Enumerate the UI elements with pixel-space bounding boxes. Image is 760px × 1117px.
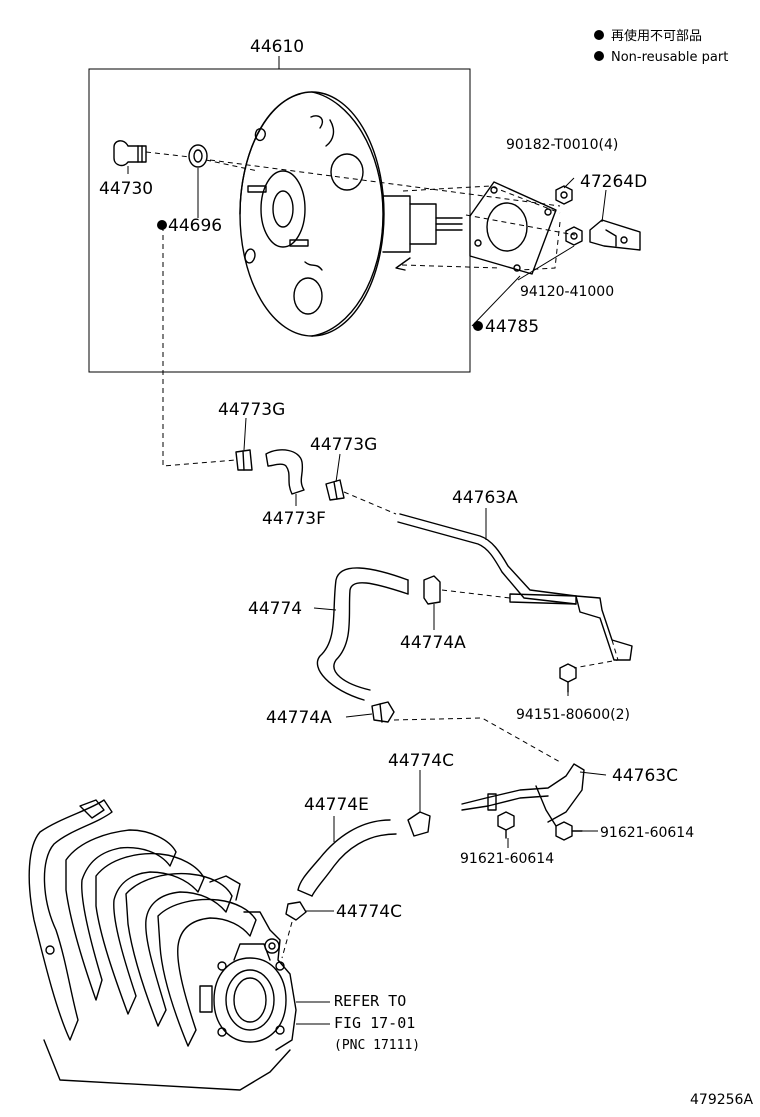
hose-44773F [265, 449, 305, 495]
clip-44774A-upper [423, 575, 441, 605]
part-label-44774: 44774 [248, 599, 302, 619]
part-label-44763C: 44763C [612, 766, 678, 786]
non-reusable-bullet-icon [594, 30, 604, 40]
refer-line-1: REFER TO [334, 992, 406, 1010]
clip-44773G-left [235, 449, 253, 471]
illustration-code: 479256A [690, 1092, 753, 1108]
refer-line-3: (PNC 17111) [334, 1038, 420, 1053]
part-label-44610: 44610 [250, 37, 304, 57]
part-label-91621-60614-right: 91621-60614 [600, 825, 694, 841]
part-label-44763A: 44763A [452, 488, 518, 508]
clip-44774C-lower [285, 901, 307, 921]
hose-44774 [316, 567, 409, 701]
part-label-44730: 44730 [99, 179, 153, 199]
part-label-94151-80600: 94151-80600(2) [516, 707, 630, 723]
brake-booster-assembly [88, 56, 471, 373]
pipe-44763C [461, 763, 585, 827]
bolt-91621-right [555, 821, 583, 841]
part-label-44773F: 44773F [262, 509, 326, 529]
clevis-47264D [589, 219, 641, 251]
clip-44774A-lower [371, 701, 395, 723]
gasket-44785 [469, 181, 557, 275]
refer-line-2: FIG 17-01 [334, 1014, 415, 1032]
part-label-44773G-left: 44773G [218, 400, 285, 420]
part-label-44785: 44785 [485, 317, 539, 337]
part-label-44774A-lower: 44774A [266, 708, 332, 728]
legend: 再使用不可部品 Non-reusable part [594, 28, 728, 65]
non-reusable-bullet-icon [594, 51, 604, 61]
nut-94120 [565, 226, 583, 246]
part-label-44774C-upper: 44774C [388, 751, 454, 771]
bolt-91621-left [497, 811, 515, 839]
throttle-body [199, 943, 287, 1043]
non-reusable-bullet-icon [157, 220, 167, 230]
intake-manifold [28, 799, 297, 1091]
part-label-44774E: 44774E [304, 795, 369, 815]
legend-line-japanese: 再使用不可部品 [611, 28, 702, 44]
pipe-44763A [397, 513, 633, 661]
part-label-44773G-right: 44773G [310, 435, 377, 455]
clip-44773G-right [325, 479, 345, 501]
check-valve-44730 [113, 140, 147, 167]
part-label-47264D: 47264D [580, 172, 647, 192]
part-label-90182-T0010: 90182-T0010(4) [506, 137, 618, 153]
grommet-44696 [188, 144, 208, 168]
non-reusable-bullet-icon [473, 321, 483, 331]
part-label-44696: 44696 [168, 216, 222, 236]
hose-44774E [297, 819, 397, 897]
part-label-94120-41000: 94120-41000 [520, 284, 614, 300]
legend-line-english: Non-reusable part [611, 50, 728, 65]
part-label-44774A-upper: 44774A [400, 633, 466, 653]
nut-90182 [555, 185, 573, 205]
part-label-91621-60614-left: 91621-60614 [460, 851, 554, 867]
leader-lines [127, 166, 607, 912]
part-label-44774C-lower: 44774C [336, 902, 402, 922]
bolt-94151 [559, 663, 577, 693]
clip-44774C-upper [407, 811, 431, 837]
